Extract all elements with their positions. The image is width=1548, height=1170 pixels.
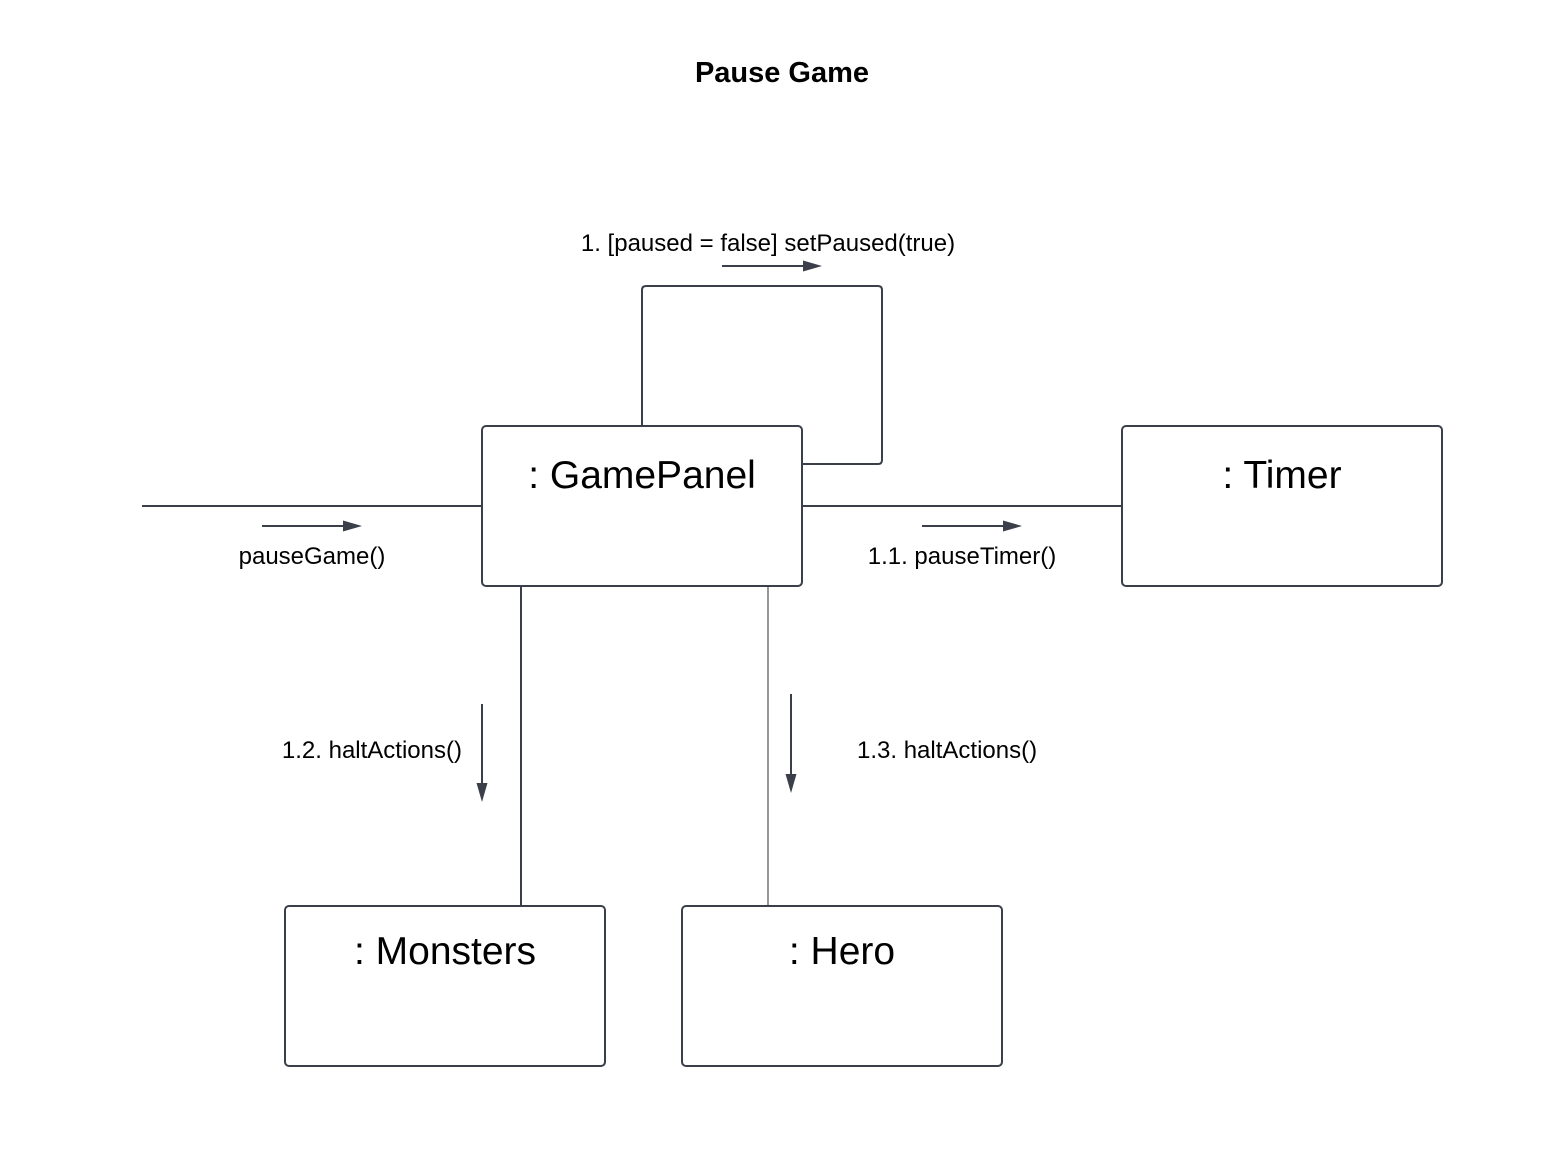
message-hero: 1.3. haltActions() [785,694,1037,793]
message-entry: pauseGame() [239,520,386,570]
object-monsters[interactable]: : Monsters [284,905,606,1067]
right-arrow-icon [922,520,1022,532]
diagram-title: Pause Game [695,57,869,89]
message-label: pauseGame() [239,543,386,570]
object-label: : Hero [789,930,895,973]
object-box [1121,425,1443,587]
object-box [681,905,1003,1067]
object-label: : Timer [1222,454,1341,497]
message-label: 1.3. haltActions() [857,737,1037,764]
object-box [284,905,606,1067]
message-self: 1. [paused = false] setPaused(true) [581,230,955,272]
object-box [481,425,803,587]
object-label: : Monsters [354,930,536,973]
message-timer: 1.1. pauseTimer() [868,520,1057,570]
object-label: : GamePanel [528,454,756,497]
object-gamepanel[interactable]: : GamePanel [481,425,803,587]
right-arrow-icon [722,260,822,272]
right-arrow-icon [262,520,362,532]
link-gamepanel-self [641,285,883,465]
down-arrow-icon [476,704,488,802]
down-arrow-icon [785,694,797,793]
message-label: 1.1. pauseTimer() [868,543,1057,570]
message-label: 1. [paused = false] setPaused(true) [581,230,955,257]
object-timer[interactable]: : Timer [1121,425,1443,587]
message-label: 1.2. haltActions() [282,737,462,764]
message-monsters: 1.2. haltActions() [282,704,488,802]
object-hero[interactable]: : Hero [681,905,1003,1067]
